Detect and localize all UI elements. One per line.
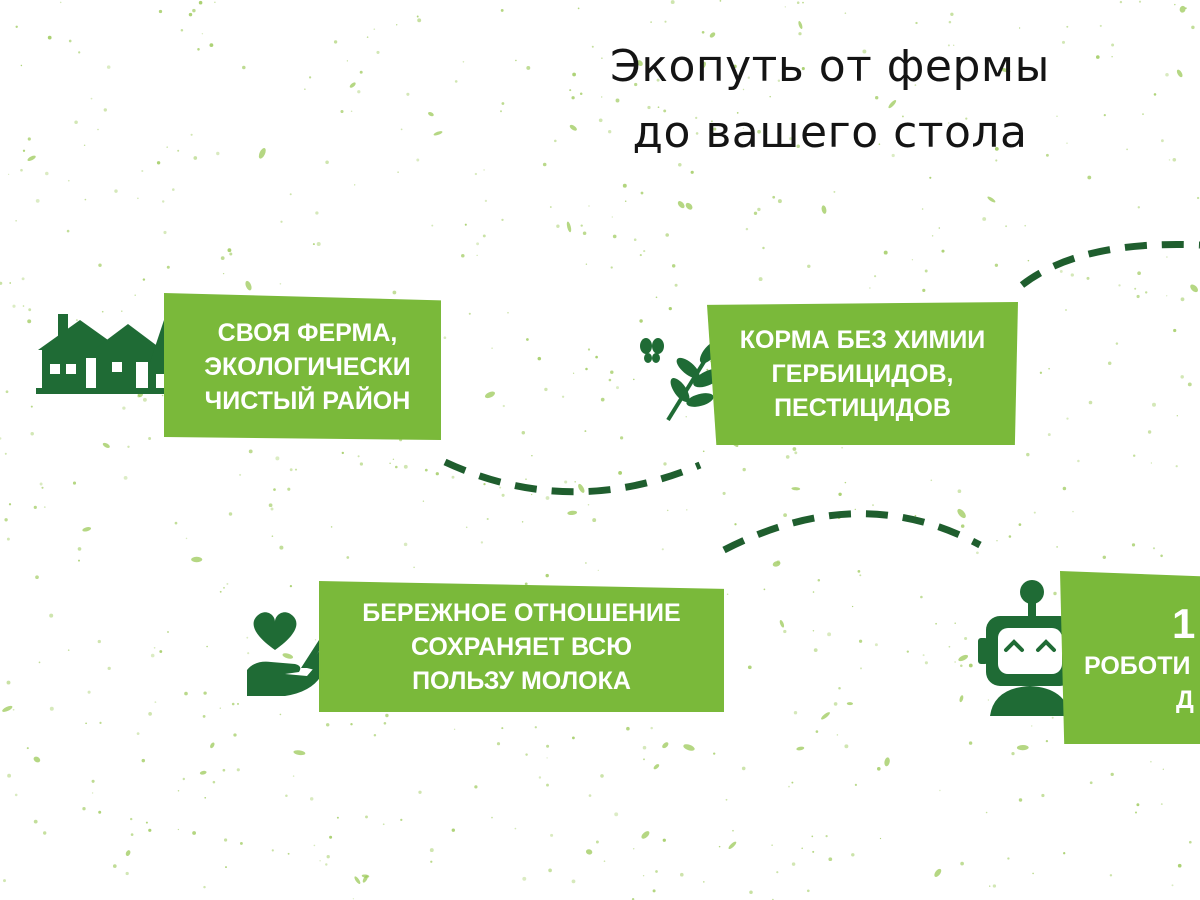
step-3-line-3: ПОЛЬЗУ МОЛОКА (412, 666, 631, 695)
step-card-robot: 1 РОБОТИ Д (1060, 571, 1200, 744)
step-4-line-1: РОБОТИ (1084, 651, 1191, 680)
route-segment-3 (1019, 241, 1200, 288)
step-2-line-2: ГЕРБИЦИДОВ, (771, 359, 954, 388)
route-segment-2 (722, 510, 982, 554)
page-title: Экопуть от фермы до вашего стола (560, 34, 1100, 166)
step-3-line-1: БЕРЕЖНОЕ ОТНОШЕНИЕ (362, 598, 681, 627)
step-1-line-1: СВОЯ ФЕРМА, (217, 318, 398, 347)
route-segment-1 (443, 458, 702, 496)
step-2-line-1: КОРМА БЕЗ ХИМИИ (739, 325, 986, 354)
step-card-farm: СВОЯ ФЕРМА, ЭКОЛОГИЧЕСКИ ЧИСТЫЙ РАЙОН (164, 293, 441, 440)
step-1-line-2: ЭКОЛОГИЧЕСКИ (204, 352, 411, 381)
step-card-care: БЕРЕЖНОЕ ОТНОШЕНИЕ СОХРАНЯЕТ ВСЮ ПОЛЬЗУ … (319, 581, 724, 712)
step-4-line-2: Д (1176, 685, 1194, 714)
step-3-line-2: СОХРАНЯЕТ ВСЮ (411, 632, 632, 661)
step-1-line-3: ЧИСТЫЙ РАЙОН (204, 386, 411, 415)
title-line-1: Экопуть от фермы (610, 41, 1050, 92)
step-4-number: 1 (1172, 599, 1196, 647)
robot-icon (978, 580, 1078, 716)
step-card-feed: КОРМА БЕЗ ХИМИИ ГЕРБИЦИДОВ, ПЕСТИЦИДОВ (707, 302, 1018, 445)
step-2-line-3: ПЕСТИЦИДОВ (774, 393, 951, 422)
title-line-2: до вашего стола (632, 107, 1028, 158)
